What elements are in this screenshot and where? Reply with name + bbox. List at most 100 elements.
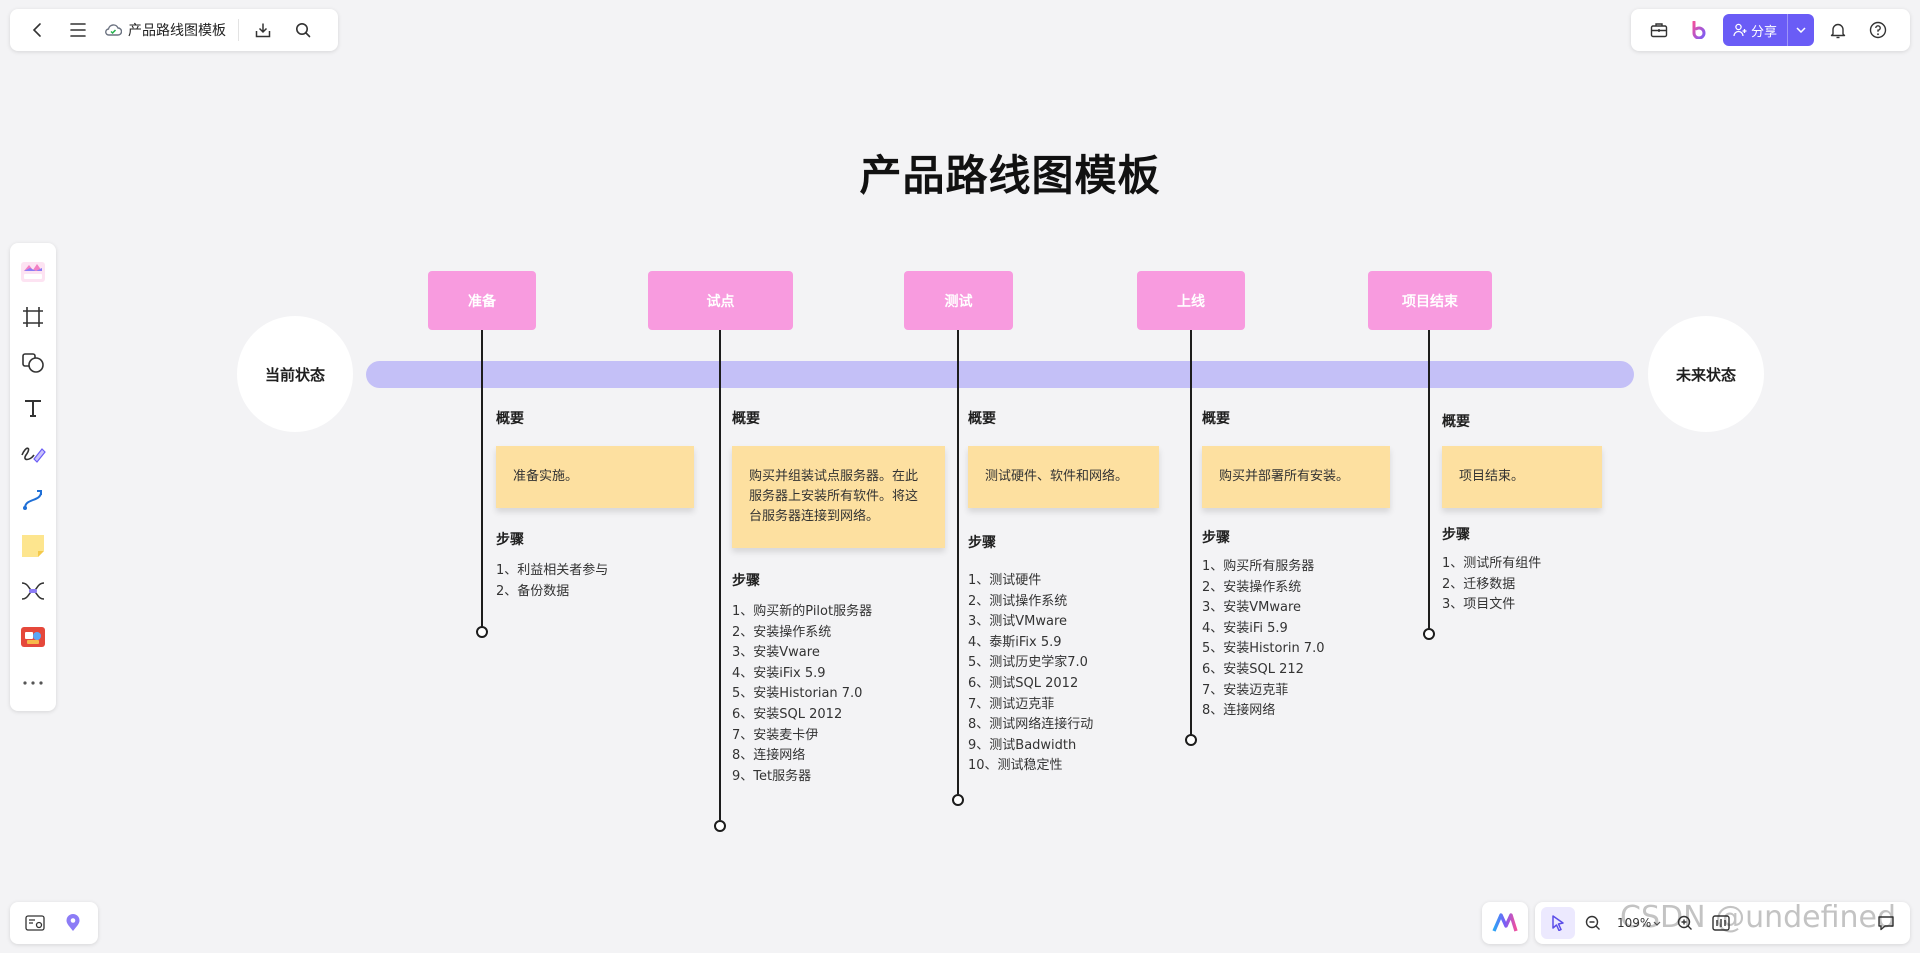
step-item: 9、Tet服务器 xyxy=(732,768,812,784)
stage-launch-steps-label: 步骤 xyxy=(1202,530,1230,546)
more-tools-icon[interactable] xyxy=(10,661,56,705)
download-icon[interactable] xyxy=(243,9,283,51)
step-item: 2、测试操作系统 xyxy=(968,593,1068,609)
top-right-toolbar: 分享 xyxy=(1631,9,1910,51)
stage-test-steps-label: 步骤 xyxy=(968,535,996,551)
bottom-left-toolbar xyxy=(10,902,98,944)
more-templates-icon[interactable] xyxy=(10,615,56,659)
stage-test-overview-label: 概要 xyxy=(968,411,996,427)
step-item: 2、安装操作系统 xyxy=(1202,579,1302,595)
connector-icon[interactable] xyxy=(10,478,56,522)
step-item: 7、安装麦卡伊 xyxy=(732,727,819,743)
stage-prepare-endpoint xyxy=(476,626,488,638)
current-state-node[interactable]: 当前状态 xyxy=(237,316,353,432)
zoom-level-dropdown[interactable]: 109% xyxy=(1617,916,1661,930)
stage-pilot-overview-note[interactable]: 购买并组装试点服务器。在此服务器上安装所有软件。将这台服务器连接到网络。 xyxy=(732,446,945,548)
step-item: 5、安装Historin 7.0 xyxy=(1202,641,1325,657)
board-title[interactable]: 产品路线图模板 xyxy=(859,151,1161,200)
stage-project-end-endpoint xyxy=(1423,628,1435,640)
stage-project-end-overview-text: 项目结束。 xyxy=(1459,469,1525,484)
share-button[interactable]: 分享 xyxy=(1723,14,1815,46)
stage-prepare[interactable]: 准备 xyxy=(428,271,536,330)
stage-launch[interactable]: 上线 xyxy=(1137,271,1245,330)
templates-icon[interactable] xyxy=(10,249,56,293)
stage-pilot-overview-text: 购买并组装试点服务器。在此服务器上安装所有软件。将这台服务器连接到网络。 xyxy=(749,469,919,524)
stage-pilot-line xyxy=(719,330,721,820)
stage-project-end-steps-list[interactable]: 1、测试所有组件 2、迁移数据 3、项目文件 xyxy=(1442,554,1541,616)
stage-test[interactable]: 测试 xyxy=(904,271,1013,330)
notification-bell-icon[interactable] xyxy=(1818,9,1858,51)
stage-prepare-overview-note[interactable]: 准备实施。 xyxy=(496,446,694,508)
step-item: 9、测试Badwidth xyxy=(968,737,1077,753)
step-item: 1、测试所有组件 xyxy=(1442,556,1542,571)
location-pin-icon[interactable] xyxy=(54,902,92,944)
pen-icon[interactable] xyxy=(10,432,56,476)
shape-icon[interactable] xyxy=(10,341,56,385)
stage-test-overview-note[interactable]: 测试硬件、软件和网络。 xyxy=(968,446,1159,508)
select-cursor-icon[interactable] xyxy=(1541,907,1575,939)
chevron-down-icon xyxy=(1653,921,1661,926)
text-icon[interactable] xyxy=(10,386,56,430)
zoom-in-icon[interactable] xyxy=(1667,902,1703,944)
step-item: 7、安装迈克菲 xyxy=(1202,682,1289,698)
mind-map-icon[interactable] xyxy=(10,569,56,613)
chevron-down-icon xyxy=(1796,27,1806,33)
stage-prepare-line xyxy=(481,330,483,632)
search-icon[interactable] xyxy=(283,9,323,51)
back-icon[interactable] xyxy=(18,9,58,51)
step-item: 3、安装Vware xyxy=(732,645,820,661)
help-icon[interactable] xyxy=(1858,9,1898,51)
step-item: 5、测试历史学家7.0 xyxy=(968,655,1088,671)
stage-launch-overview-label: 概要 xyxy=(1202,411,1230,427)
step-item: 7、测试迈克菲 xyxy=(968,696,1055,712)
minimap-icon[interactable] xyxy=(16,902,54,944)
frame-icon[interactable] xyxy=(10,295,56,339)
bottom-right-toolbar: 109% xyxy=(1535,902,1910,944)
share-dropdown-button[interactable] xyxy=(1788,14,1814,46)
stage-project-end[interactable]: 项目结束 xyxy=(1368,271,1492,330)
step-item: 2、备份数据 xyxy=(496,583,570,599)
document-title[interactable]: 产品路线图模板 xyxy=(128,23,226,39)
stage-test-line xyxy=(957,330,959,794)
step-item: 6、测试SQL 2012 xyxy=(968,675,1079,691)
stage-pilot-steps-label: 步骤 xyxy=(732,573,760,589)
stage-pilot-overview-label: 概要 xyxy=(732,411,760,427)
timeline-bar[interactable] xyxy=(366,361,1634,388)
stage-pilot[interactable]: 试点 xyxy=(648,271,793,330)
stage-test-overview-text: 测试硬件、软件和网络。 xyxy=(985,469,1129,484)
step-item: 8、连接网络 xyxy=(1202,703,1276,719)
step-item: 1、购买新的Pilot服务器 xyxy=(732,604,873,619)
stage-launch-overview-text: 购买并部署所有安装。 xyxy=(1219,469,1350,484)
step-item: 4、安装iFi 5.9 xyxy=(1202,620,1288,636)
step-item: 2、迁移数据 xyxy=(1442,576,1516,592)
step-item: 1、购买所有服务器 xyxy=(1202,559,1315,574)
step-item: 5、安装Historian 7.0 xyxy=(732,686,863,702)
step-item: 8、测试网络连接行动 xyxy=(968,717,1094,733)
step-item: 10、测试稳定性 xyxy=(968,758,1063,774)
stage-project-end-overview-note[interactable]: 项目结束。 xyxy=(1442,446,1602,508)
step-item: 1、利益相关者参与 xyxy=(496,563,609,578)
stage-prepare-steps-list[interactable]: 1、利益相关者参与 2、备份数据 xyxy=(496,561,608,602)
zoom-out-icon[interactable] xyxy=(1575,902,1611,944)
menu-icon[interactable] xyxy=(58,9,98,51)
comment-icon[interactable] xyxy=(1868,902,1904,944)
ai-logo-icon xyxy=(1492,913,1518,933)
share-main-button[interactable]: 分享 xyxy=(1723,14,1789,46)
toolbar-divider xyxy=(238,19,239,41)
step-item: 2、安装操作系统 xyxy=(732,624,832,640)
stage-test-steps-list[interactable]: 1、测试硬件 2、测试操作系统 3、测试VMware 4、泰斯iFix 5.9 … xyxy=(968,571,1093,777)
stage-launch-steps-list[interactable]: 1、购买所有服务器 2、安装操作系统 3、安装VMware 4、安装iFi 5.… xyxy=(1202,557,1325,722)
stage-pilot-steps-list[interactable]: 1、购买新的Pilot服务器 2、安装操作系统 3、安装Vware 4、安装iF… xyxy=(732,602,872,787)
step-item: 6、安装SQL 2012 xyxy=(732,706,843,722)
step-item: 1、测试硬件 xyxy=(968,573,1042,588)
sticky-note-icon[interactable] xyxy=(10,524,56,568)
left-tool-rail xyxy=(10,243,56,711)
toolbox-icon[interactable] xyxy=(1639,9,1679,51)
stage-launch-overview-note[interactable]: 购买并部署所有安装。 xyxy=(1202,446,1390,508)
step-item: 3、安装VMware xyxy=(1202,600,1302,616)
stage-launch-line xyxy=(1190,330,1192,740)
future-state-node[interactable]: 未来状态 xyxy=(1648,316,1764,432)
ai-assistant-icon[interactable] xyxy=(1679,9,1719,51)
fit-to-screen-icon[interactable] xyxy=(1703,902,1739,944)
ai-brand-button[interactable] xyxy=(1482,902,1528,944)
